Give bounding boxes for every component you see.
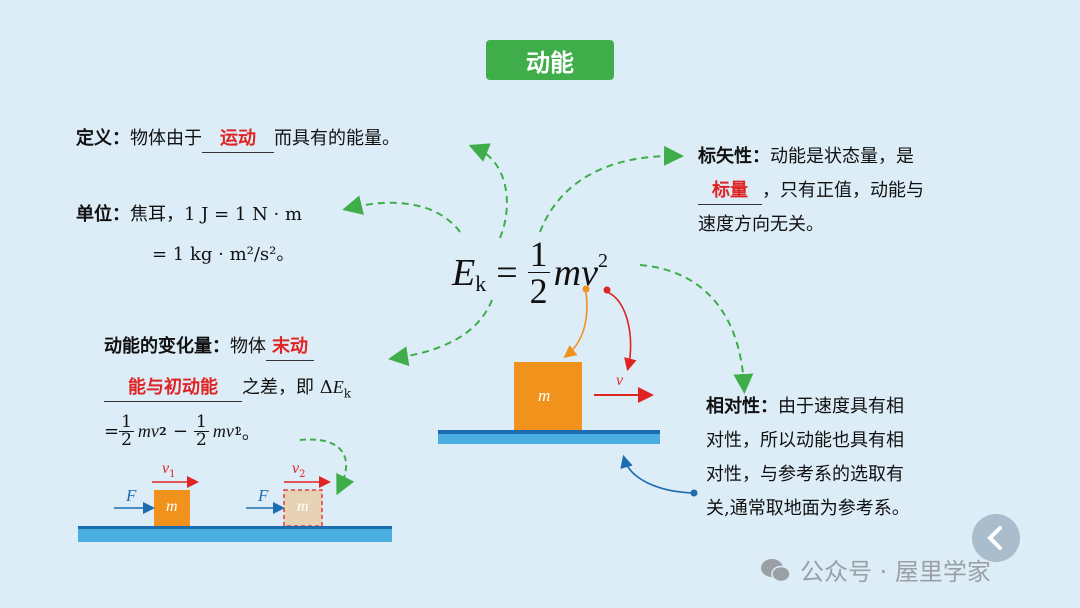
velocity-label-1: v1 [162,460,176,481]
definition-label: 定义： [76,128,130,149]
change-pre: 物体 [230,336,266,357]
eq-v1: v [225,421,234,441]
definition-block: 定义：物体由于运动而具有的能量。 [76,122,400,156]
formula-sup: 2 [597,250,608,272]
scalar-line1: 标矢性：动能是状态量，是 [698,140,914,174]
arrow-m-to-block [563,291,588,358]
watermark-text: 公众号 · 屋里学家 [800,558,991,586]
arrow-to-unit [342,195,461,233]
eq-sq1: 2 [159,425,167,438]
relative-line4: 关,通常取地面为参考系。 [706,498,910,519]
small-block-1 [154,490,190,526]
unit-block: 单位：焦耳，1 J = 1 N · m [76,198,302,232]
small-block-1-m: m [166,498,178,515]
scalar-label: 标矢性： [698,146,770,167]
definition-pre: 物体由于 [130,128,202,149]
eq-v2: v [150,421,159,441]
center-ground [438,434,660,444]
arrow-relative-to-ground [620,454,695,494]
eq-v1-sub: 1 [233,425,241,438]
change-ek: E [332,377,344,397]
formula-mv: mv [553,251,598,294]
scalar-text1: 动能是状态量，是 [770,146,914,167]
formula-den: 2 [529,271,548,311]
relative-text1: 由于速度具有相 [778,396,904,417]
relative-line3: 对性，与参考系的选取有 [706,464,904,485]
arrow-to-change [388,299,493,367]
change-delta: Δ [319,377,333,398]
force-label-2: F [258,486,269,505]
eq-period: 。 [241,422,260,444]
red-dot [603,286,611,294]
eq-m2: m [212,421,226,441]
change-ek-sub: k [343,386,352,401]
velocity-label-2: v2 [292,460,306,481]
page-title: 动能 [486,40,614,80]
wechat-icon [761,558,791,582]
back-button[interactable] [972,514,1020,562]
formula-eq: = [496,251,518,294]
watermark: 公众号 · 屋里学家 [760,552,991,587]
formula-num: 1 [527,234,550,274]
change-blank2: 能与初动能 [104,375,242,402]
small-ground [78,529,392,542]
unit-label: 单位： [76,204,130,225]
change-label: 动能的变化量： [104,336,230,357]
unit-line2: = 1 kg · m²/s²。 [152,244,295,265]
change-post: 之差，即 [242,377,314,398]
arrow-to-relative [639,264,754,394]
change-line2: 能与初动能之差，即 ΔEk [104,370,351,411]
relative-line2: 对性，所以动能也具有相 [706,430,904,451]
scalar-line2: 标量，只有正值，动能与 [698,174,924,208]
scalar-blank: 标量 [698,178,762,205]
blue-dot [690,489,698,497]
formula-sub: k [475,270,487,296]
eq-sq2: 2 [234,425,242,438]
arrow-to-small-diagram [299,438,355,496]
small-block-2 [283,489,323,527]
arrow-to-scalar [539,145,684,233]
eq-v2-sub: 2 [158,425,166,438]
eq-minus: − [172,421,189,442]
eq-m1: m [137,421,151,441]
change-blank1: 末动 [266,334,314,361]
center-block [514,362,582,430]
orange-dot [582,285,590,293]
change-line1: 动能的变化量：物体末动 [104,330,314,364]
relative-label: 相对性： [706,396,778,417]
unit-line1: 焦耳，1 J = 1 N · m [130,204,303,225]
definition-blank: 运动 [202,126,274,153]
force-label-1: F [126,486,137,505]
arrow-to-definition [468,143,508,239]
scalar-line3: 速度方向无关。 [698,214,824,235]
small-ground-line [78,526,392,529]
center-block-m: m [538,386,551,405]
center-velocity-v: v [616,372,624,389]
scalar-text2: ，只有正值，动能与 [762,180,924,201]
eq-prefix: = [104,421,120,442]
center-ground-line [438,430,660,434]
chevron-left-icon [987,526,1002,550]
relative-line1: 相对性：由于速度具有相 [706,390,904,424]
arrow-v-to-velocity [606,291,637,372]
formula-E: E [452,251,476,294]
definition-post: 而具有的能量。 [274,128,400,149]
small-block-2-m: m [297,498,309,515]
